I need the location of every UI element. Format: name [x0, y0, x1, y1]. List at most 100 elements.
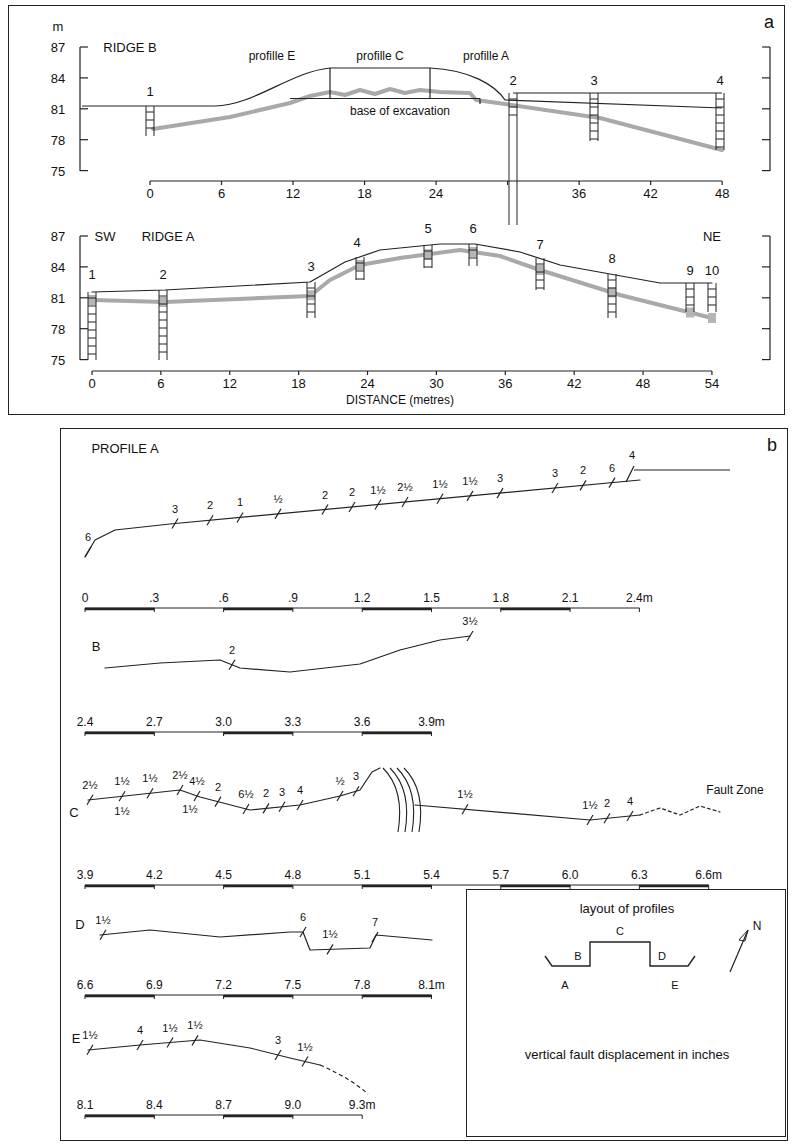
pit-wall: [159, 290, 160, 360]
axis-tick: [80, 77, 88, 78]
pit-rung: [159, 328, 167, 329]
scale-tick: [292, 995, 293, 999]
figure-label: 6.6: [76, 979, 95, 991]
figure-label: 2: [158, 268, 167, 281]
fault-mark: [322, 504, 328, 514]
scale-tick: [570, 608, 571, 612]
scale-tick: [431, 608, 432, 612]
pit-rung: [716, 131, 724, 132]
figure-label: 2.7: [145, 716, 164, 728]
axis-tick: [650, 181, 651, 185]
pit-rung: [509, 99, 517, 100]
figure-label: NE: [702, 230, 722, 243]
figure-label: 8.1m: [417, 979, 446, 991]
fault-mark: [467, 631, 473, 641]
figure-label: 3.9m: [417, 716, 446, 728]
excavation-base: [290, 98, 480, 99]
fault-mark: [297, 800, 303, 810]
pit-wall: [517, 93, 518, 225]
pit-rung: [686, 297, 694, 298]
figure-label: 7: [535, 238, 544, 251]
figure-label: 3.0: [214, 716, 233, 728]
pit-rung: [356, 279, 364, 280]
figure-label: 4: [628, 450, 636, 461]
figure-label: 3: [352, 771, 360, 782]
pit-rung: [708, 297, 716, 298]
north-arrow-head: [739, 930, 748, 941]
figure-label: PROFILE A: [90, 442, 159, 455]
figure-label: 0: [87, 377, 96, 390]
fault-mark: [349, 502, 355, 512]
legend-text: layout of profiles: [467, 902, 787, 917]
pit-wall: [154, 106, 155, 136]
figure-label: 24: [359, 377, 375, 390]
pit-rung: [590, 115, 598, 116]
pit-rung: [716, 107, 724, 108]
pit-rung: [716, 99, 724, 100]
sediment-surface: [92, 250, 712, 318]
profile-line: [88, 768, 380, 810]
scale-bar-segment: [224, 608, 293, 610]
figure-label: 1½: [369, 484, 386, 495]
figure-label: 1.2: [353, 592, 372, 604]
fault-mark: [229, 660, 235, 670]
axis-tick: [579, 181, 580, 185]
figure-label: 4.2: [145, 869, 164, 881]
profile-line: [640, 806, 720, 815]
figure-label: 1½: [186, 1020, 203, 1031]
figure-label: 2.4: [76, 716, 95, 728]
pit-rung: [159, 296, 167, 297]
figure-label: 12: [285, 187, 301, 200]
scale-tick: [639, 608, 640, 612]
scale-bar-segment: [224, 995, 293, 997]
axis-tick: [367, 371, 368, 375]
pit-wall: [598, 93, 599, 141]
fault-mark: [337, 791, 343, 801]
figure-label: 1½: [296, 1041, 313, 1052]
figure-label: 4: [715, 74, 724, 87]
figure-label: 1: [236, 497, 244, 508]
pit-rung: [686, 289, 694, 290]
axis-tick: [80, 46, 88, 47]
panel-frame: blayout of profilesvertical fault displa…: [60, 428, 788, 1141]
pit-rung: [509, 107, 517, 108]
pit-wall: [724, 93, 725, 150]
fault-mark: [87, 795, 93, 805]
axis-tick: [80, 328, 88, 329]
axis-tick: [762, 328, 770, 329]
pit-rung: [590, 123, 598, 124]
figure-label: 6.3: [630, 869, 649, 881]
figure-label: 3: [496, 473, 504, 484]
figure-label: RIDGE A: [141, 230, 196, 243]
figure-label: 3: [274, 1035, 282, 1046]
figure-label: 4: [136, 1025, 144, 1036]
axis-tick: [91, 371, 92, 375]
pit-fill: [356, 260, 364, 270]
profile-line: [100, 930, 432, 950]
pit-rung: [307, 304, 315, 305]
figure-label: 1½: [181, 803, 198, 814]
pit-rung: [88, 330, 96, 331]
pit-wall: [307, 282, 308, 318]
profile-line: [85, 480, 640, 557]
figure-label: 42: [642, 187, 658, 200]
figure-label: 6.0: [561, 869, 580, 881]
figure-label: C: [615, 926, 625, 937]
pit-rung: [159, 352, 167, 353]
figure-label: 78: [50, 322, 66, 335]
ground-surface: [82, 68, 722, 108]
pit-rung: [159, 304, 167, 305]
axis-tick: [762, 46, 770, 47]
scale-bar: [85, 995, 432, 996]
fault-mark: [437, 494, 443, 504]
figure-label: 2: [228, 644, 236, 655]
figure-label: 18: [356, 187, 372, 200]
axis-tick: [574, 371, 575, 375]
figure-label: 87: [50, 230, 66, 243]
fault-mark: [177, 785, 183, 795]
figure-label: 2.1: [561, 592, 580, 604]
figure-label: E: [71, 1032, 82, 1045]
figure-label: 75: [50, 164, 66, 177]
figure-label: 2.4m: [625, 592, 654, 604]
scale-tick: [292, 608, 293, 612]
